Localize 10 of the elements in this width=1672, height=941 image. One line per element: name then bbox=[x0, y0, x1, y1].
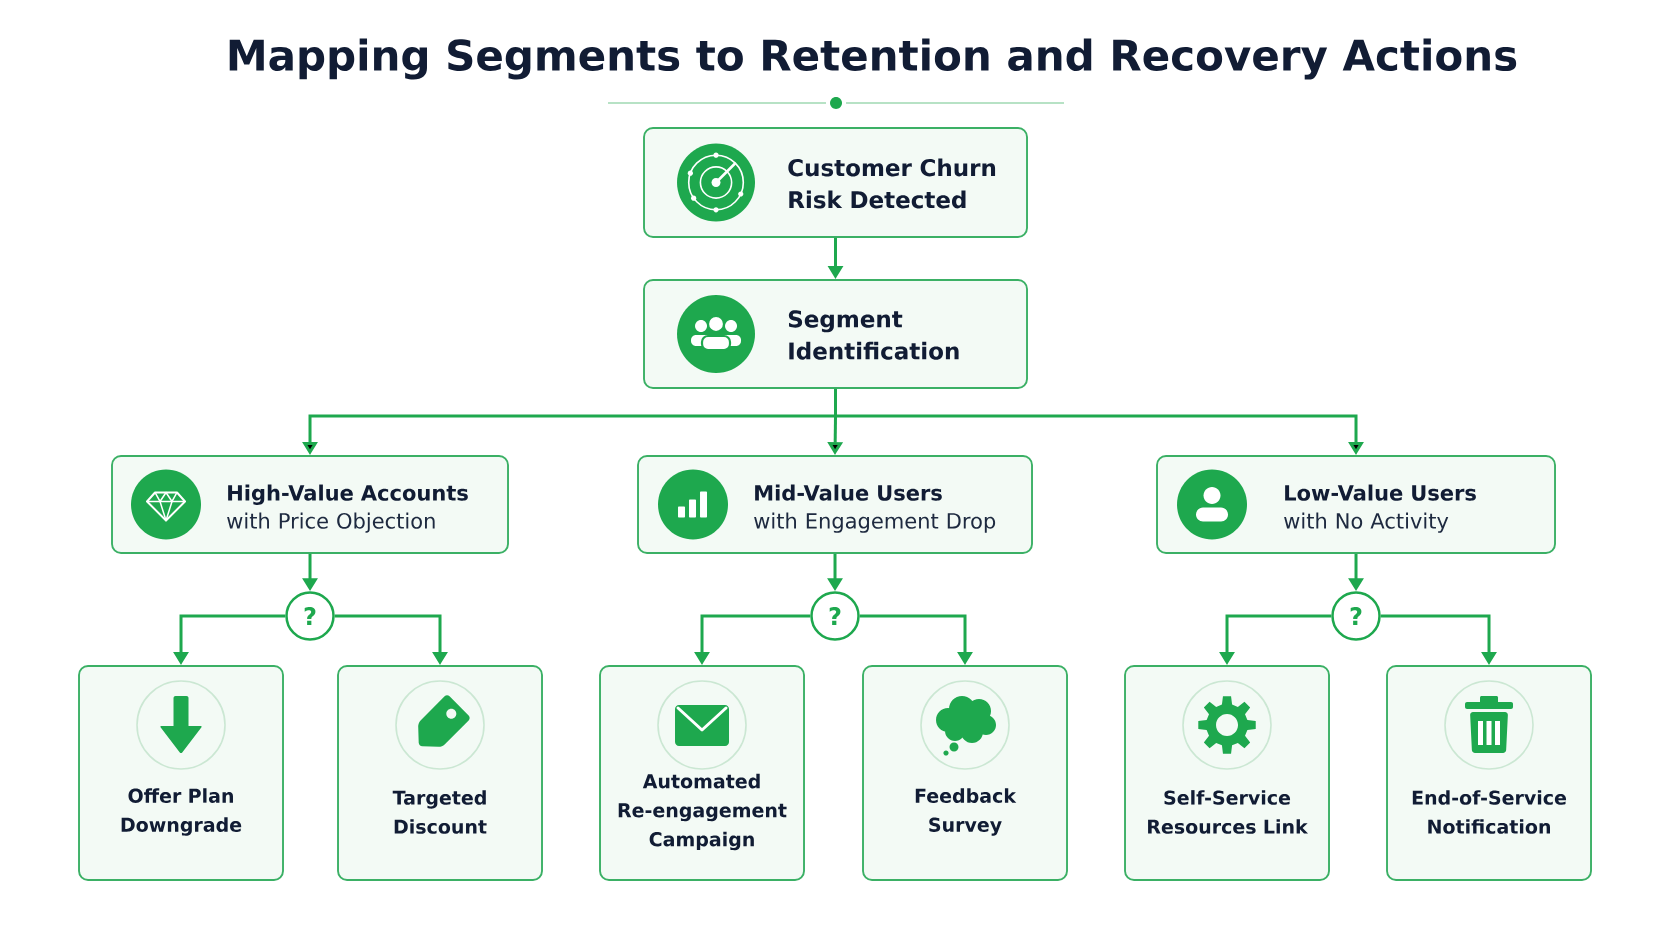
action-box: Self-Service Resources Link bbox=[1124, 665, 1330, 881]
action-box: Targeted Discount bbox=[337, 665, 543, 881]
process-box: Low-Value Users with No Activity bbox=[1156, 455, 1556, 554]
title: Mapping Segments to Retention and Recovery Actions bbox=[229, 38, 1517, 80]
action-box: End-of-Service Notification bbox=[1386, 665, 1592, 881]
action-box: Offer Plan Downgrade bbox=[78, 665, 284, 881]
action-box: Automated Re-engagement Campaign bbox=[599, 665, 805, 881]
process-box: Mid-Value Users with Engagement Drop bbox=[637, 455, 1033, 554]
process-box: High-Value Accounts with Price Objection bbox=[111, 455, 509, 554]
action-box: Feedback Survey bbox=[862, 665, 1068, 881]
